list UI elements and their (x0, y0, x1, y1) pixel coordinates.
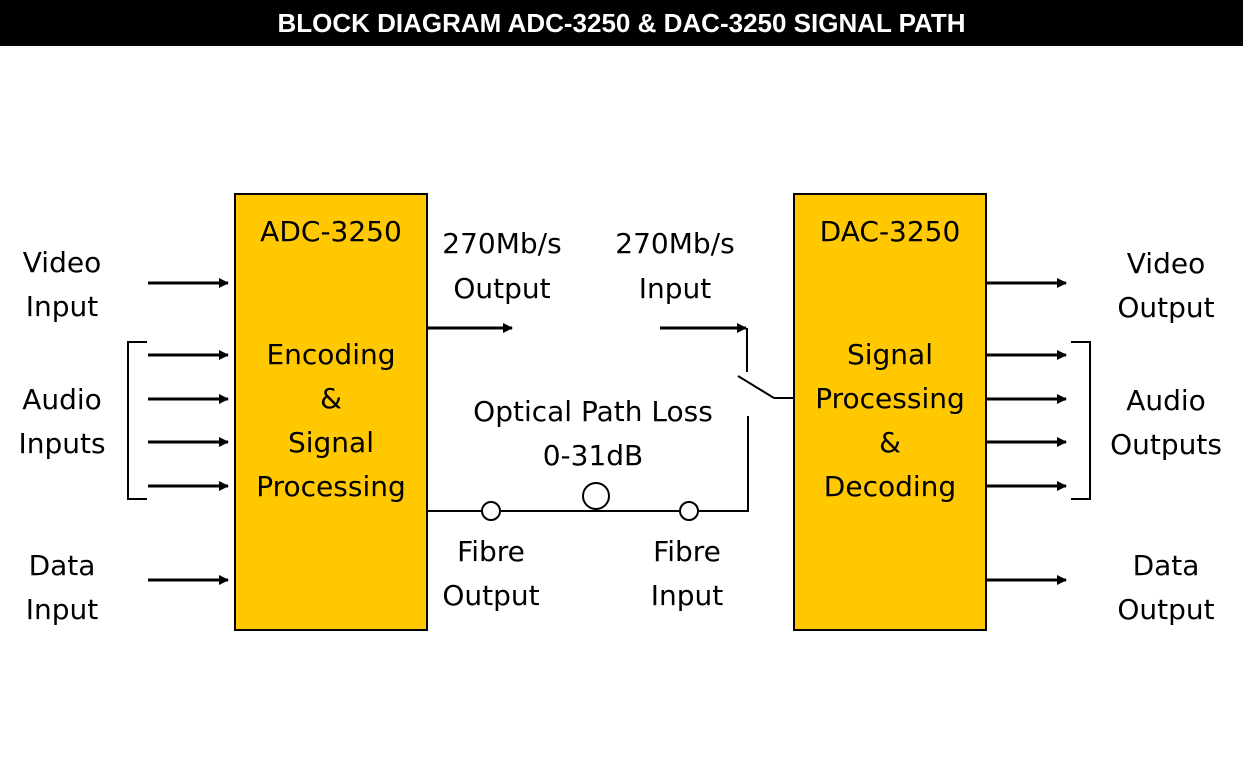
fibre-output-label-1: Fibre (457, 535, 525, 568)
video-output-label-2: Output (1117, 291, 1214, 324)
adc-function-line-2: & (320, 382, 342, 415)
data-output-label-2: Output (1117, 593, 1214, 626)
video-output-label-1: Video (1127, 247, 1205, 280)
adc-function-line-3: Signal (288, 426, 374, 459)
audio-inputs-label-2: Inputs (18, 427, 105, 460)
dac-function-line-1: Signal (847, 338, 933, 371)
fibre-output-label-2: Output (442, 579, 539, 612)
output-rate-label-1: 270Mb/s (442, 227, 561, 260)
fibre-output-connector (481, 501, 501, 521)
data-input-label-2: Input (26, 593, 99, 626)
fibre-input-label-2: Input (651, 579, 724, 612)
right-output-arrows (986, 278, 1067, 585)
adc-function-line-4: Processing (256, 470, 406, 503)
fibre-input-label-1: Fibre (653, 535, 721, 568)
dac-function-line-2: Processing (815, 382, 965, 415)
input-switch-arm (737, 375, 775, 399)
input-rate-label-1: 270Mb/s (615, 227, 734, 260)
fibre-input-connector (679, 501, 699, 521)
optical-loss-attenuator (582, 482, 610, 510)
optical-loss-label-1: Optical Path Loss (473, 395, 713, 428)
data-input-label-1: Data (29, 549, 96, 582)
adc-function-line-1: Encoding (266, 338, 395, 371)
audio-inputs-label-1: Audio (22, 383, 102, 416)
fibre-path (427, 416, 749, 512)
dac-name: DAC-3250 (820, 215, 961, 248)
dac-function-line-3: & (879, 426, 901, 459)
left-input-arrows (148, 278, 229, 585)
video-input-label-2: Input (26, 290, 99, 323)
video-input-label-1: Video (23, 246, 101, 279)
audio-input-bracket (127, 341, 147, 500)
adc-name: ADC-3250 (260, 215, 402, 248)
diagram-title: BLOCK DIAGRAM ADC-3250 & DAC-3250 SIGNAL… (0, 0, 1243, 46)
dac-function-line-4: Decoding (824, 470, 956, 503)
optical-loss-label-2: 0-31dB (543, 439, 644, 472)
dac-block (793, 193, 987, 631)
adc-block (234, 193, 428, 631)
input-rate-label-2: Input (639, 272, 712, 305)
data-output-label-1: Data (1133, 549, 1200, 582)
output-rate-label-2: Output (453, 272, 550, 305)
audio-outputs-label-1: Audio (1126, 384, 1206, 417)
audio-output-bracket (1071, 341, 1091, 500)
audio-outputs-label-2: Outputs (1110, 428, 1222, 461)
